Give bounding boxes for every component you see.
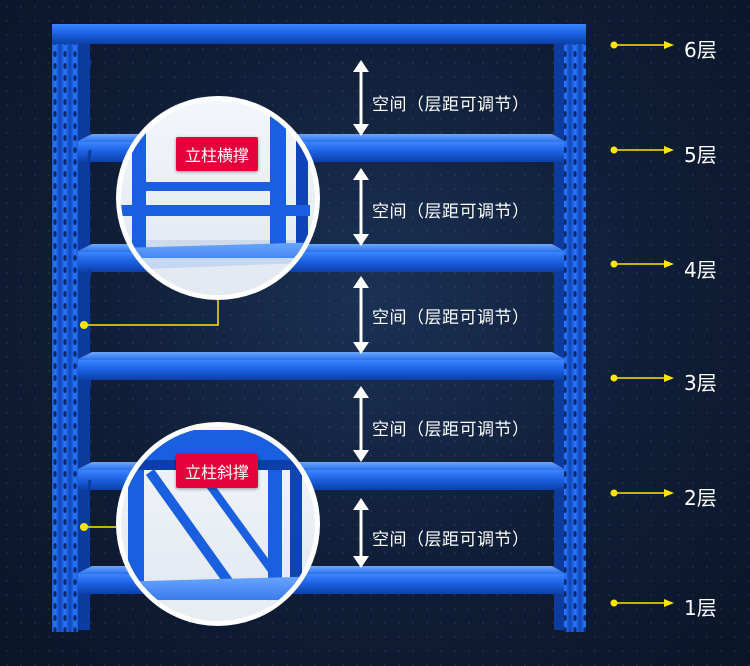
- pointer-arrow: [610, 374, 674, 382]
- space-arrow: [353, 276, 369, 354]
- space-label: 空间（层距可调节）: [372, 308, 530, 328]
- layer-pointers: [610, 41, 674, 607]
- pointer-arrow: [610, 599, 674, 607]
- brace: [76, 379, 92, 469]
- space-arrow: [353, 386, 369, 462]
- shelf-beam: [66, 360, 572, 380]
- brace: [76, 269, 92, 359]
- layer-label-5: 5层: [684, 143, 717, 167]
- crossbar-detail-circle: [116, 96, 320, 300]
- space-label: 空间（层距可调节）: [372, 420, 530, 440]
- front-left-post: [52, 24, 78, 632]
- pointer-arrow: [610, 41, 674, 49]
- space-arrow: [353, 498, 369, 568]
- space-arrow: [353, 60, 369, 136]
- shelf-level: [66, 352, 572, 380]
- diagonal-brace-detail-circle: [116, 422, 320, 626]
- top-beam: [52, 24, 586, 44]
- pointer-arrow: [610, 489, 674, 497]
- front-right-post: [564, 24, 586, 632]
- callout-leaders: [80, 290, 219, 531]
- diagonal-brace-badge: 立柱斜撑: [176, 454, 259, 488]
- space-label: 空间（层距可调节）: [372, 95, 530, 115]
- layer-label-3: 3层: [684, 371, 717, 395]
- brace: [76, 59, 92, 141]
- layer-label-1: 1层: [684, 596, 717, 620]
- space-label: 空间（层距可调节）: [372, 202, 530, 222]
- layer-label-2: 2层: [684, 486, 717, 510]
- brace: [76, 149, 92, 251]
- space-arrow: [353, 168, 369, 246]
- layer-label-4: 4层: [684, 258, 717, 282]
- shelf-deck: [76, 352, 566, 360]
- pointer-arrow: [610, 146, 674, 154]
- crossbar-badge: 立柱横撑: [176, 137, 259, 171]
- layer-label-6: 6层: [684, 38, 717, 62]
- pointer-arrow: [610, 260, 674, 268]
- space-arrows: [353, 60, 369, 568]
- space-label: 空间（层距可调节）: [372, 530, 530, 550]
